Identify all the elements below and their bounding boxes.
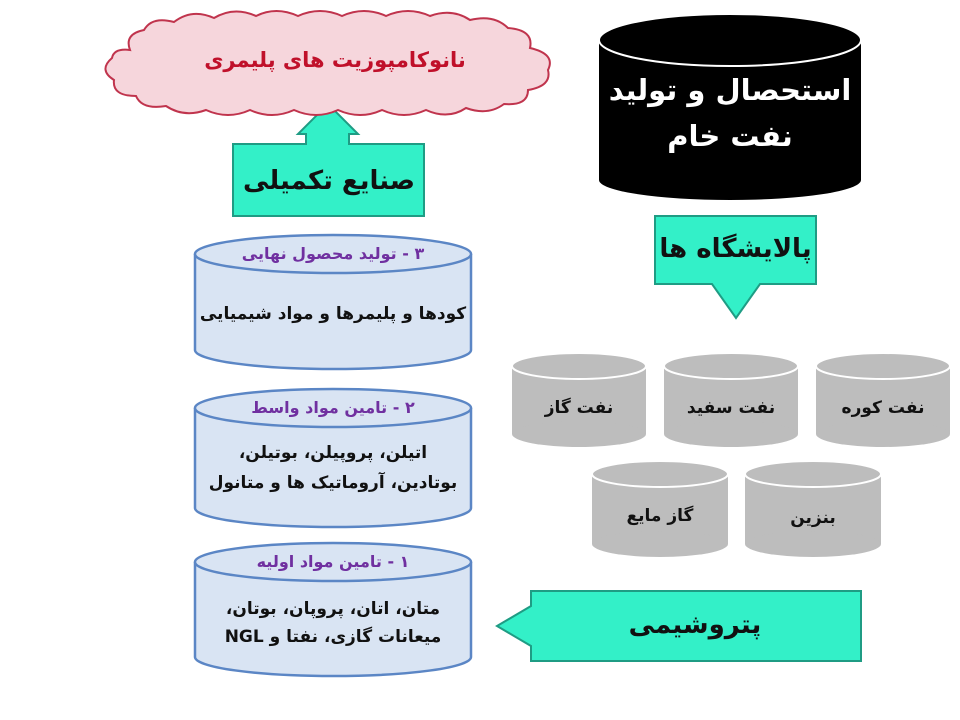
petrochemical-left-arrow <box>495 590 862 662</box>
product-label-fuel-oil: نفت کوره <box>841 398 925 418</box>
stage-2-title: ۲ - تامین مواد واسط <box>251 398 415 417</box>
product-label-kerosene: نفت سفید <box>686 398 776 418</box>
refinery-label: پالایشگاه ها <box>659 234 812 264</box>
product-cylinder-fuel-oil <box>815 352 951 447</box>
refinery-down-arrow <box>654 215 817 320</box>
stage-cylinder-3 <box>193 233 473 371</box>
stage-cylinder-1 <box>193 541 473 678</box>
product-label-gasoil: نفت گاز <box>544 398 614 418</box>
downstream-up-arrow <box>232 102 425 217</box>
nanocomposite-label: نانوکامپوزیت های پلیمری <box>204 48 466 72</box>
downstream-label: صنایع تکمیلی <box>243 166 415 196</box>
stage-1-line1: متان، اتان، پروپان، بوتان، <box>225 599 441 619</box>
crude-oil-title-line2: نفت خام <box>667 119 793 153</box>
product-label-lpg: گاز مایع <box>626 506 694 526</box>
product-cylinder-lpg <box>591 460 729 557</box>
stage-2-line1: اتیلن، پروپیلن، بوتیلن، <box>238 443 428 463</box>
stage-cylinder-2 <box>193 387 473 529</box>
stage-3-line1: کودها و پلیمرها و مواد شیمیایی <box>199 304 467 324</box>
product-cylinder-kerosene <box>663 352 799 447</box>
crude-oil-cylinder <box>598 13 862 200</box>
crude-oil-title-line1: استحصال و تولید <box>608 73 852 107</box>
stage-1-line2: میعانات گازی، نفتا و NGL <box>224 627 442 647</box>
product-cylinder-gasoline <box>744 460 882 557</box>
stage-3-title: ۳ - تولید محصول نهایی <box>241 244 425 263</box>
product-label-gasoline: بنزین <box>790 508 836 528</box>
petrochemical-label: پتروشیمی <box>628 610 762 640</box>
product-cylinder-gasoil <box>511 352 647 447</box>
stage-1-title: ۱ - تامین مواد اولیه <box>256 552 410 571</box>
nanocomposite-cloud <box>104 10 551 116</box>
stage-2-line2: بوتادین، آروماتیک ها و متانول <box>208 473 458 493</box>
